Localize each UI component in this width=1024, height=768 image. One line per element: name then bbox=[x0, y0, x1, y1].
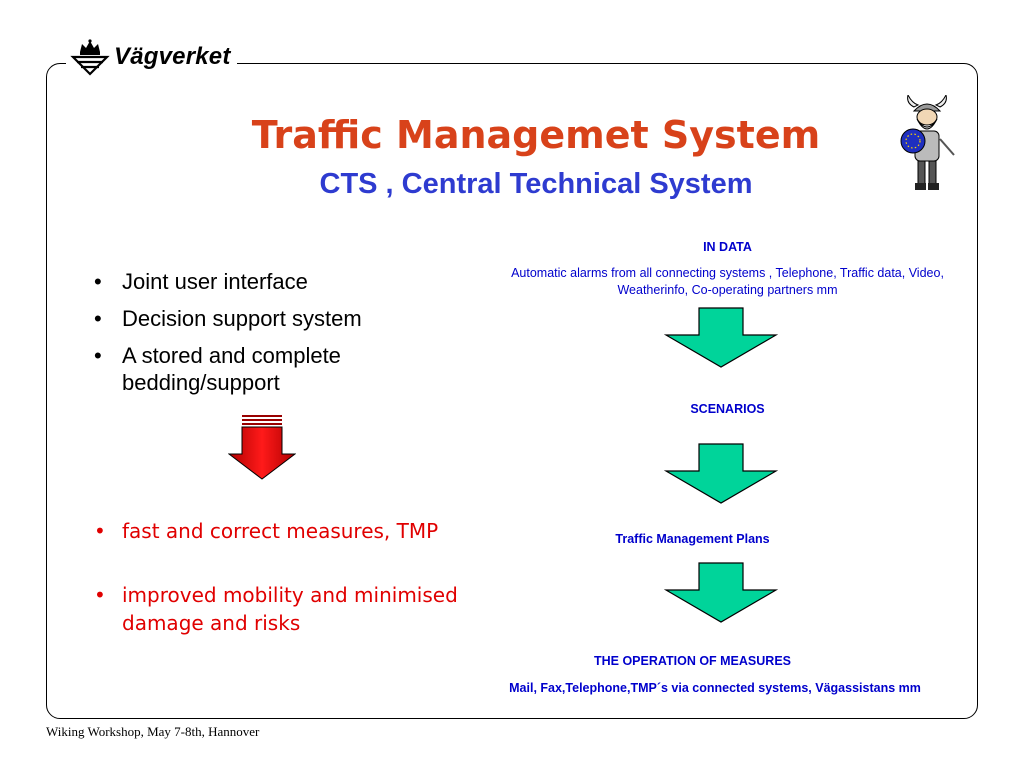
list-item: •improved mobility and minimised damage … bbox=[94, 583, 458, 635]
operation-text: Mail, Fax,Telephone,TMP´s via connected … bbox=[509, 681, 921, 695]
logo-text: Vägverket bbox=[114, 43, 231, 70]
page-title: Traffic Managemet System bbox=[251, 113, 821, 157]
scenarios-label: SCENARIOS bbox=[690, 402, 765, 416]
slide-frame bbox=[46, 63, 978, 719]
green-down-arrow-icon bbox=[664, 307, 778, 368]
red-down-arrow-icon bbox=[228, 415, 296, 480]
list-item: •Decision support system bbox=[94, 306, 362, 331]
plans-label: Traffic Management Plans bbox=[615, 532, 770, 546]
viking-mascot-icon bbox=[900, 95, 955, 190]
crown-logo-icon bbox=[70, 39, 110, 76]
footer-text: Wiking Workshop, May 7-8th, Hannover bbox=[46, 724, 260, 739]
page-subtitle: CTS , Central Technical System bbox=[319, 168, 753, 200]
feature-bullet-list: •Joint user interface •Decision support … bbox=[90, 268, 430, 406]
list-item: •fast and correct measures, TMP bbox=[94, 519, 439, 543]
green-down-arrow-icon bbox=[664, 443, 778, 504]
operation-heading: THE OPERATION OF MEASURES bbox=[593, 654, 791, 668]
list-item: •A stored and complete bedding/support bbox=[94, 343, 341, 395]
in-data-heading: IN DATA bbox=[703, 240, 752, 254]
list-item: •Joint user interface bbox=[94, 269, 308, 294]
results-bullet-list: •fast and correct measures, TMP •improve… bbox=[90, 517, 470, 673]
green-down-arrow-icon bbox=[664, 562, 778, 623]
in-data-text: Automatic alarms from all connecting sys… bbox=[511, 266, 944, 297]
vagverket-logo: Vägverket bbox=[66, 37, 237, 77]
